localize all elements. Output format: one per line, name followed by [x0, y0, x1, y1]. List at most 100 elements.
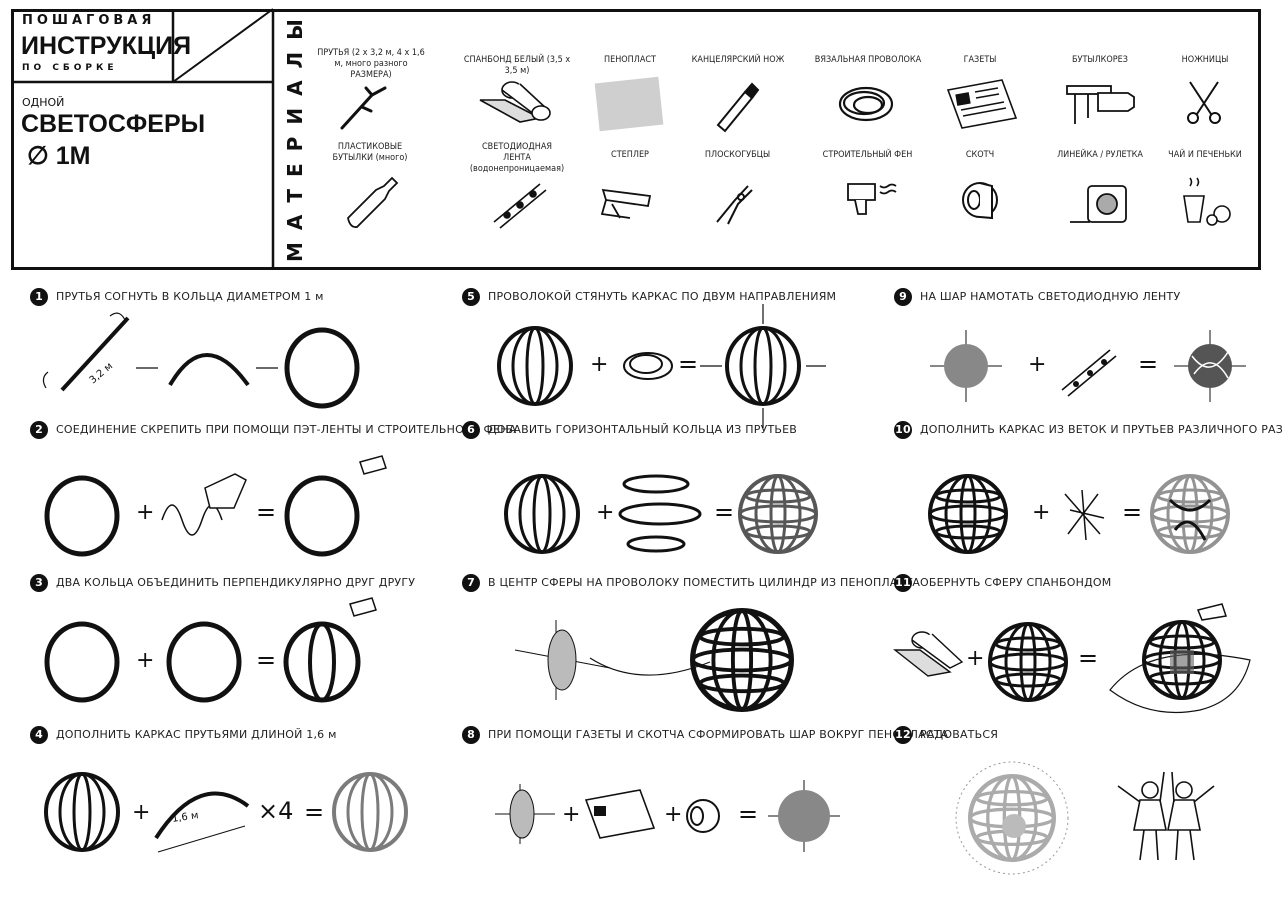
step-number: 2: [30, 421, 48, 439]
utility-knife-icon: [716, 82, 760, 133]
plus-sign: +: [562, 802, 581, 827]
step-1-diagram: [42, 312, 357, 406]
material-label: ПРУТЬЯ (2 х 3,2 м, 4 х 1,6 м, много разн…: [317, 48, 425, 80]
multiplier: ×4: [258, 797, 294, 825]
material-label: ЛИНЕЙКА / РУЛЕТКА: [1057, 150, 1143, 160]
equals-sign: =: [1122, 498, 1143, 526]
heat-gun-icon: [847, 183, 897, 215]
header-frame: [11, 9, 1261, 270]
twig-icon: [340, 86, 387, 130]
equals-sign: =: [678, 350, 699, 378]
material-label: ЧАЙ И ПЕЧЕНЬКИ: [1168, 150, 1242, 160]
material-label: ВЯЗАЛЬНАЯ ПРОВОЛОКА: [814, 55, 922, 65]
material-label: ПЕНОПЛАСТ: [604, 55, 656, 65]
material-label: СТЕПЛЕР: [611, 150, 649, 160]
step-number: 5: [462, 288, 480, 306]
equals-sign: =: [1078, 644, 1099, 672]
step-10-diagram: [928, 474, 1230, 554]
step-number: 11: [894, 574, 912, 592]
plus-sign: +: [966, 646, 985, 671]
step-7-diagram: [514, 611, 791, 710]
step-11-diagram: [892, 603, 1251, 714]
material-label: ПЛОСКОГУБЦЫ: [704, 150, 771, 160]
step-text: В ЦЕНТР СФЕРЫ НА ПРОВОЛОКУ ПОМЕСТИТЬ ЦИЛ…: [488, 576, 921, 589]
bottle-cutter-icon: [1066, 85, 1135, 124]
step-text: ДОБАВИТЬ ГОРИЗОНТАЛЬНЫЙ КОЛЬЦА ИЗ ПРУТЬЕ…: [488, 423, 798, 436]
step-9-diagram: [929, 329, 1247, 403]
step-8-label: 8 ПРИ ПОМОЩИ ГАЗЕТЫ И СКОТЧА СФОРМИРОВАТЬ…: [462, 725, 948, 745]
wire-coil-icon: [838, 86, 894, 122]
step-2-label: 2 СОЕДИНЕНИЕ СКРЕПИТЬ ПРИ ПОМОЩИ ПЭТ-ЛЕНТ…: [30, 420, 516, 440]
material-label: ГАЗЕТЫ: [963, 55, 997, 65]
equals-sign: =: [1138, 350, 1159, 378]
fabric-roll-icon: [479, 81, 551, 123]
tape-measure-icon: [1070, 185, 1127, 223]
step-text: СОЕДИНЕНИЕ СКРЕПИТЬ ПРИ ПОМОЩИ ПЭТ-ЛЕНТЫ…: [56, 423, 517, 436]
material-label: СПАНБОНД БЕЛЫЙ (3,5 х 3,5 м): [463, 55, 571, 76]
plus-sign: +: [132, 800, 151, 825]
step-text: РАДОВАТЬСЯ: [920, 728, 999, 741]
step-number: 8: [462, 726, 480, 744]
step-5-diagram: [497, 304, 826, 428]
plus-sign: +: [664, 802, 683, 827]
step-number: 1: [30, 288, 48, 306]
equals-sign: =: [738, 800, 759, 828]
tea-cookies-icon: [1183, 177, 1231, 226]
equals-sign: =: [714, 498, 735, 526]
step-text: ПРОВОЛОКОЙ СТЯНУТЬ КАРКАС ПО ДВУМ НАПРАВ…: [488, 290, 837, 303]
step-4-diagram: [44, 772, 408, 853]
material-label: БУТЫЛКОРЕЗ: [1072, 55, 1128, 65]
step-3-label: 3 ДВА КОЛЬЦА ОБЪЕДИНИТЬ ПЕРПЕНДИКУЛЯРНО Д…: [30, 573, 415, 593]
step-text: ПРУТЬЯ СОГНУТЬ В КОЛЬЦА ДИАМЕТРОМ 1 м: [56, 290, 324, 303]
title-block-lines: [11, 8, 275, 270]
material-label: КАНЦЕЛЯРСКИЙ НОЖ: [691, 55, 785, 65]
material-label: НОЖНИЦЫ: [1181, 55, 1229, 65]
diameter-value: 1М: [55, 142, 91, 170]
plus-sign: +: [136, 500, 155, 525]
material-label: ПЛАСТИКОВЫЕ БУТЫЛКИ (много): [332, 142, 408, 163]
title-line2: ИНСТРУКЦИЯ: [21, 32, 192, 60]
tape-icon: [962, 182, 998, 220]
step-4-label: 4 ДОПОЛНИТЬ КАРКАС ПРУТЬЯМИ ДЛИНОЙ 1,6 м: [30, 725, 337, 745]
title-line3: ПО СБОРКЕ: [22, 63, 118, 73]
step-6-label: 6 ДОБАВИТЬ ГОРИЗОНТАЛЬНЫЙ КОЛЬЦА ИЗ ПРУТЬ…: [462, 420, 797, 440]
step-text: ДВА КОЛЬЦА ОБЪЕДИНИТЬ ПЕРПЕНДИКУЛЯРНО ДР…: [56, 576, 416, 589]
plus-sign: +: [1028, 352, 1047, 377]
plus-sign: +: [590, 352, 609, 377]
step-1-label: 1 ПРУТЬЯ СОГНУТЬ В КОЛЬЦА ДИАМЕТРОМ 1 м: [30, 287, 324, 307]
step-number: 4: [30, 726, 48, 744]
material-label: СТРОИТЕЛЬНЫЙ ФЕН: [822, 150, 913, 160]
step-12-label: 12 РАДОВАТЬСЯ: [894, 725, 998, 745]
scissors-icon: [1187, 81, 1221, 124]
step-2-diagram: [47, 455, 387, 554]
materials-icons: [340, 76, 1231, 229]
title-line5: СВЕТОСФЕРЫ: [21, 110, 206, 138]
stapler-icon: [600, 188, 652, 219]
material-label: СВЕТОДИОДНАЯ ЛЕНТА (водонепроницаемая): [469, 142, 565, 174]
equals-sign: =: [256, 646, 277, 674]
step-number: 3: [30, 574, 48, 592]
plus-sign: +: [136, 648, 155, 673]
step-text: ДОПОЛНИТЬ КАРКАС ИЗ ВЕТОК И ПРУТЬЕВ РАЗЛ…: [920, 423, 1284, 436]
step-6-diagram: [504, 474, 818, 554]
newspaper-icon: [946, 79, 1018, 129]
step-text: ДОПОЛНИТЬ КАРКАС ПРУТЬЯМИ ДЛИНОЙ 1,6 м: [56, 728, 337, 741]
step-number: 9: [894, 288, 912, 306]
step-number: 6: [462, 421, 480, 439]
plastic-bottle-icon: [347, 176, 399, 228]
diameter-symbol: ∅: [27, 142, 49, 170]
step-8-diagram: [495, 779, 841, 853]
title-line4: ОДНОЙ: [22, 96, 65, 109]
equals-sign: =: [256, 498, 277, 526]
pliers-icon: [716, 185, 753, 225]
plus-sign: +: [1032, 500, 1051, 525]
led-strip-icon: [493, 183, 547, 229]
material-label: СКОТЧ: [965, 150, 995, 160]
step-text: ПРИ ПОМОЩИ ГАЗЕТЫ И СКОТЧА СФОРМИРОВАТЬ …: [488, 728, 949, 741]
step-number: 12: [894, 726, 912, 744]
foam-icon: [594, 76, 664, 132]
